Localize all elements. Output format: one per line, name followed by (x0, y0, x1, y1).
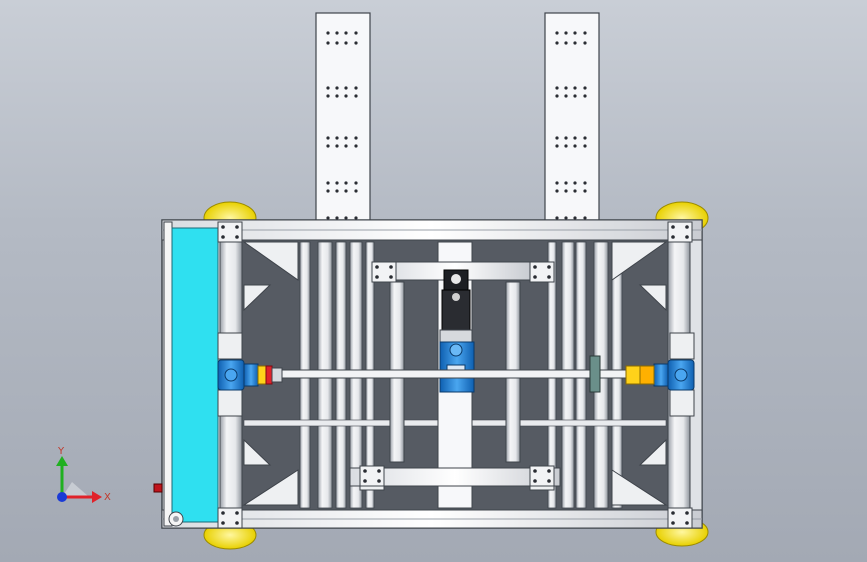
fork-arm-left (315, 12, 371, 224)
emergency-stop-button[interactable] (153, 483, 163, 493)
pillow-block (589, 355, 601, 393)
coordinate-triad: Y X (56, 446, 111, 503)
fork-arm-right (544, 12, 600, 224)
corner-plates (217, 221, 693, 529)
triad-y-label: Y (57, 446, 65, 457)
bearing-assembly-left (217, 332, 283, 417)
side-cover-panel (163, 221, 219, 527)
triad-x-label: X (104, 492, 111, 503)
caster-left-bottom (168, 511, 184, 527)
bearing-assembly-right (625, 332, 695, 417)
drive-shaft (239, 369, 669, 379)
corner-gussets (242, 241, 668, 506)
